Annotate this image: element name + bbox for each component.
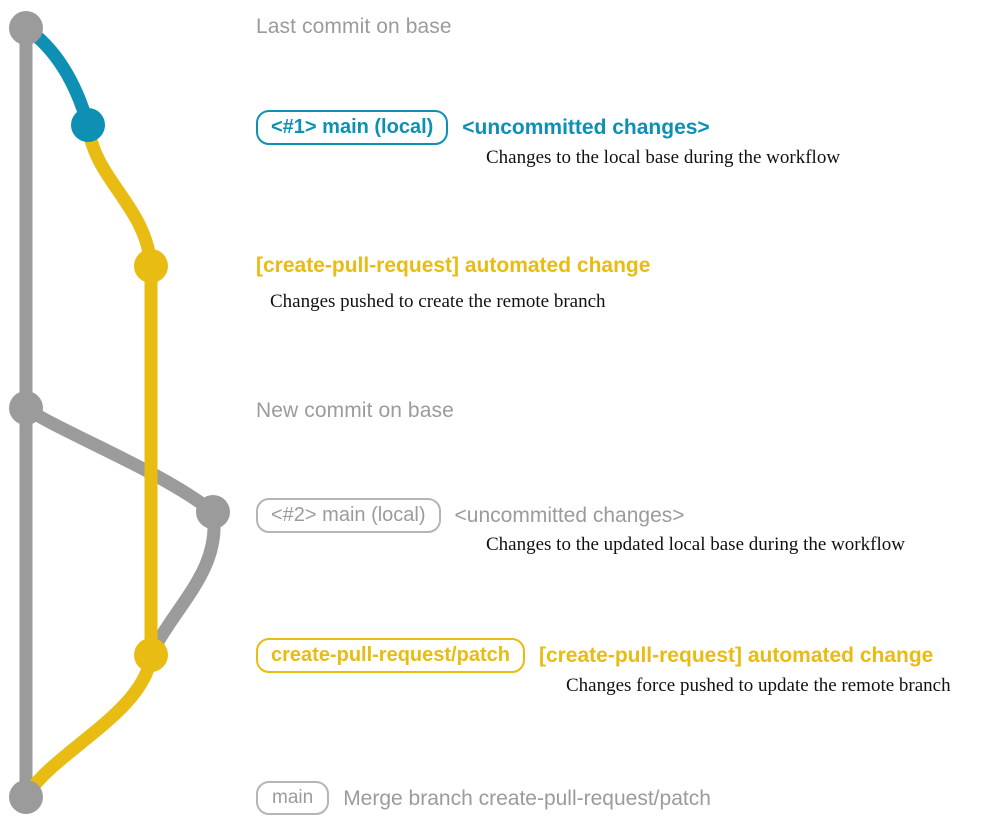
commit-subject-local-main-1: <uncommitted changes> xyxy=(462,116,710,139)
commit-row-last-commit-on-base: Last commit on base xyxy=(256,15,452,39)
commit-subject-create-pull-request-automated-1: [create-pull-request] automated change xyxy=(256,254,651,277)
commit-heading: Last commit on base xyxy=(256,15,452,38)
branch-badge-local-main-2[interactable]: <#2> main (local) xyxy=(256,498,441,533)
edge-patch2-to-merge xyxy=(19,648,158,804)
commit-description-local-main-2: Changes to the updated local base during… xyxy=(486,534,905,555)
commit-row-new-commit-on-base: New commit on base xyxy=(256,399,454,423)
node-local-2[interactable] xyxy=(196,495,230,529)
commit-description-create-pull-request-automated-1: Changes pushed to create the remote bran… xyxy=(270,291,606,312)
branch-badge-local-main-1[interactable]: <#1> main (local) xyxy=(256,110,449,145)
commit-heading-new-commit-on-base: New commit on base xyxy=(256,399,454,422)
node-base-new[interactable] xyxy=(9,391,43,425)
edge-base-to-local2 xyxy=(19,401,220,519)
commit-subject-create-pull-request-patch: [create-pull-request] automated change xyxy=(538,644,934,667)
branch-badge-main[interactable]: main xyxy=(256,781,330,815)
commit-row-create-pull-request-automated-1: [create-pull-request] automated change xyxy=(256,255,650,276)
node-local-1[interactable] xyxy=(71,108,105,142)
commit-row-main-merge: main Merge branch create-pull-request/pa… xyxy=(256,781,711,815)
commit-row-local-main-1: <#1> main (local) <uncommitted changes> xyxy=(256,110,710,145)
node-base-top[interactable] xyxy=(9,11,43,45)
node-patch-2[interactable] xyxy=(134,638,168,672)
edge-local2-to-patch2 xyxy=(144,505,221,662)
edge-local1-to-patch1 xyxy=(81,118,158,273)
node-base-merge[interactable] xyxy=(9,780,43,814)
commit-subject-main-merge: Merge branch create-pull-request/patch xyxy=(343,786,711,810)
commit-row-create-pull-request-patch: create-pull-request/patch [create-pull-r… xyxy=(256,638,933,673)
branch-badge-create-pull-request-patch[interactable]: create-pull-request/patch xyxy=(256,638,525,673)
node-patch-1[interactable] xyxy=(134,249,168,283)
commit-description-local-main-1: Changes to the local base during the wor… xyxy=(486,147,841,168)
commit-row-local-main-2: <#2> main (local) <uncommitted changes> xyxy=(256,498,685,533)
commit-subject-local-main-2: <uncommitted changes> xyxy=(454,504,685,527)
commit-description-create-pull-request-patch: Changes force pushed to update the remot… xyxy=(566,675,951,696)
